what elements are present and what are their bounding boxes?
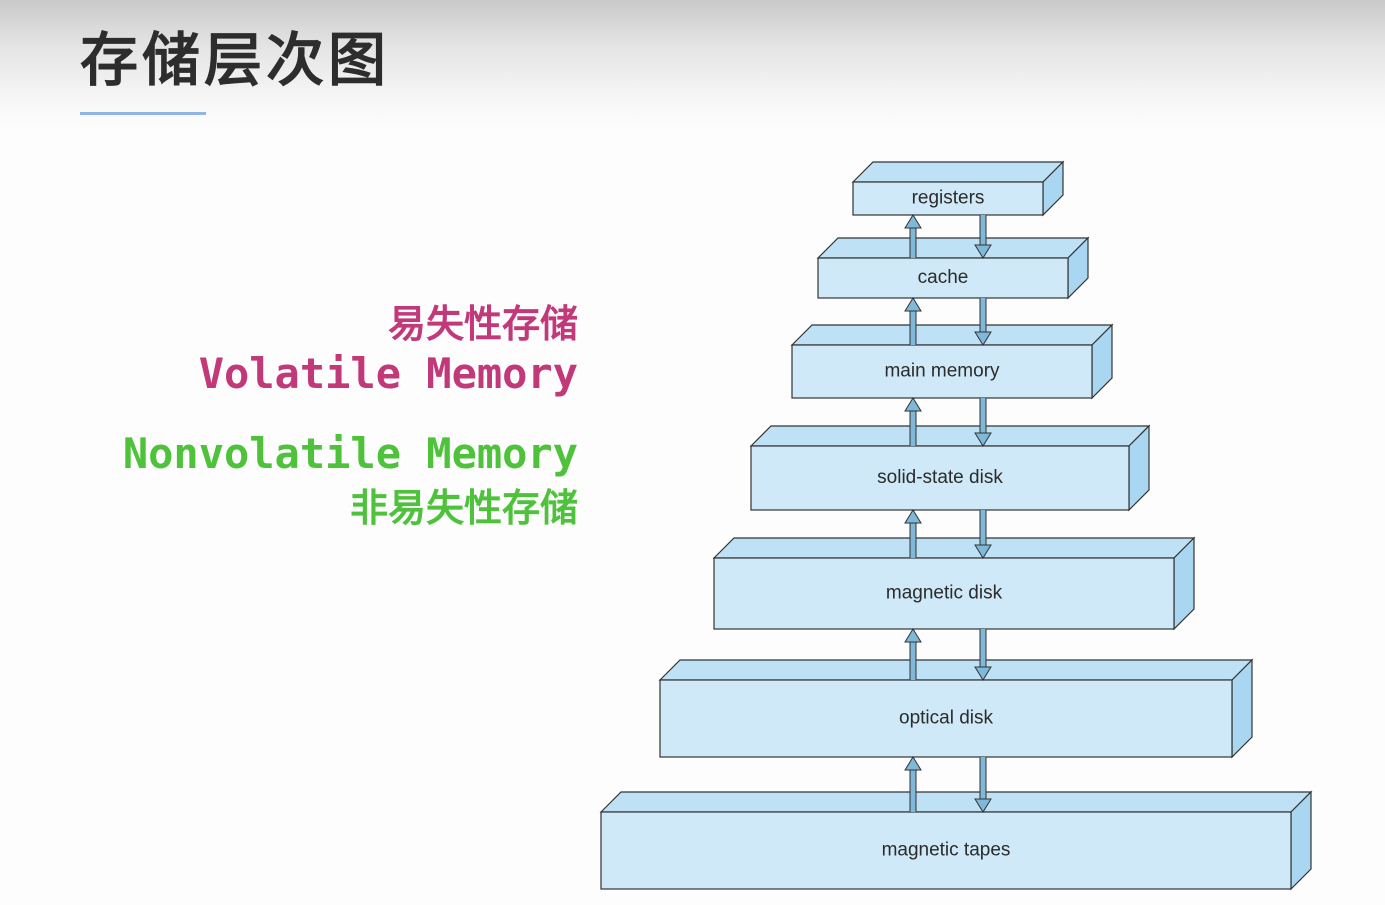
up-arrow-icon: [904, 509, 922, 558]
up-arrow-icon: [904, 297, 922, 345]
tier-label: magnetic tapes: [882, 840, 1011, 861]
tier-front-face: [659, 679, 1233, 758]
tier-front-face: [791, 344, 1093, 399]
tier-front-face: [750, 445, 1130, 511]
tier-front-face: [817, 257, 1069, 299]
down-arrow-icon: [974, 510, 992, 559]
down-arrow-icon: [974, 629, 992, 681]
tier-box: solid-state disk: [749, 424, 1151, 512]
up-arrow-icon: [904, 756, 922, 812]
tier-top-face: [790, 324, 1114, 346]
down-arrow-icon: [974, 215, 992, 259]
tier-front-face: [600, 811, 1292, 890]
tier-top-face: [749, 425, 1151, 447]
tier-label: main memory: [884, 361, 1000, 382]
down-arrow-icon: [974, 298, 992, 346]
tier-front-face: [713, 557, 1175, 630]
up-arrow-icon: [904, 397, 922, 446]
tier-box: magnetic disk: [712, 536, 1196, 631]
up-arrow-icon: [904, 214, 922, 258]
tier-box: cache: [816, 236, 1090, 300]
up-arrow-icon: [904, 628, 922, 680]
down-arrow-icon: [974, 757, 992, 813]
page-title: 存储层次图: [80, 26, 391, 94]
volatile-label-en: Volatile Memory: [198, 349, 578, 398]
tier-top-face: [712, 537, 1196, 559]
tier-front-face: [852, 181, 1044, 216]
volatile-label-cn: 易失性存储: [387, 302, 578, 346]
tier-box: registers: [851, 160, 1065, 217]
tier-top-face: [816, 237, 1090, 259]
tier-top-face: [658, 659, 1254, 681]
down-arrow-icon: [974, 398, 992, 447]
tier-top-face: [599, 791, 1313, 813]
tier-label: registers: [912, 188, 985, 209]
tier-label: cache: [918, 267, 969, 288]
tier-box: optical disk: [658, 658, 1254, 759]
nonvolatile-label-cn: 非易失性存储: [349, 486, 578, 530]
tier-box: main memory: [790, 323, 1114, 400]
tier-label: magnetic disk: [886, 583, 1003, 604]
title-underline: [80, 112, 206, 115]
tier-label: solid-state disk: [877, 467, 1003, 488]
nonvolatile-label-en: Nonvolatile Memory: [122, 429, 578, 478]
header-band: [0, 0, 1385, 130]
tier-top-face: [851, 161, 1065, 183]
tier-box: magnetic tapes: [599, 790, 1313, 891]
tier-label: optical disk: [899, 708, 993, 729]
